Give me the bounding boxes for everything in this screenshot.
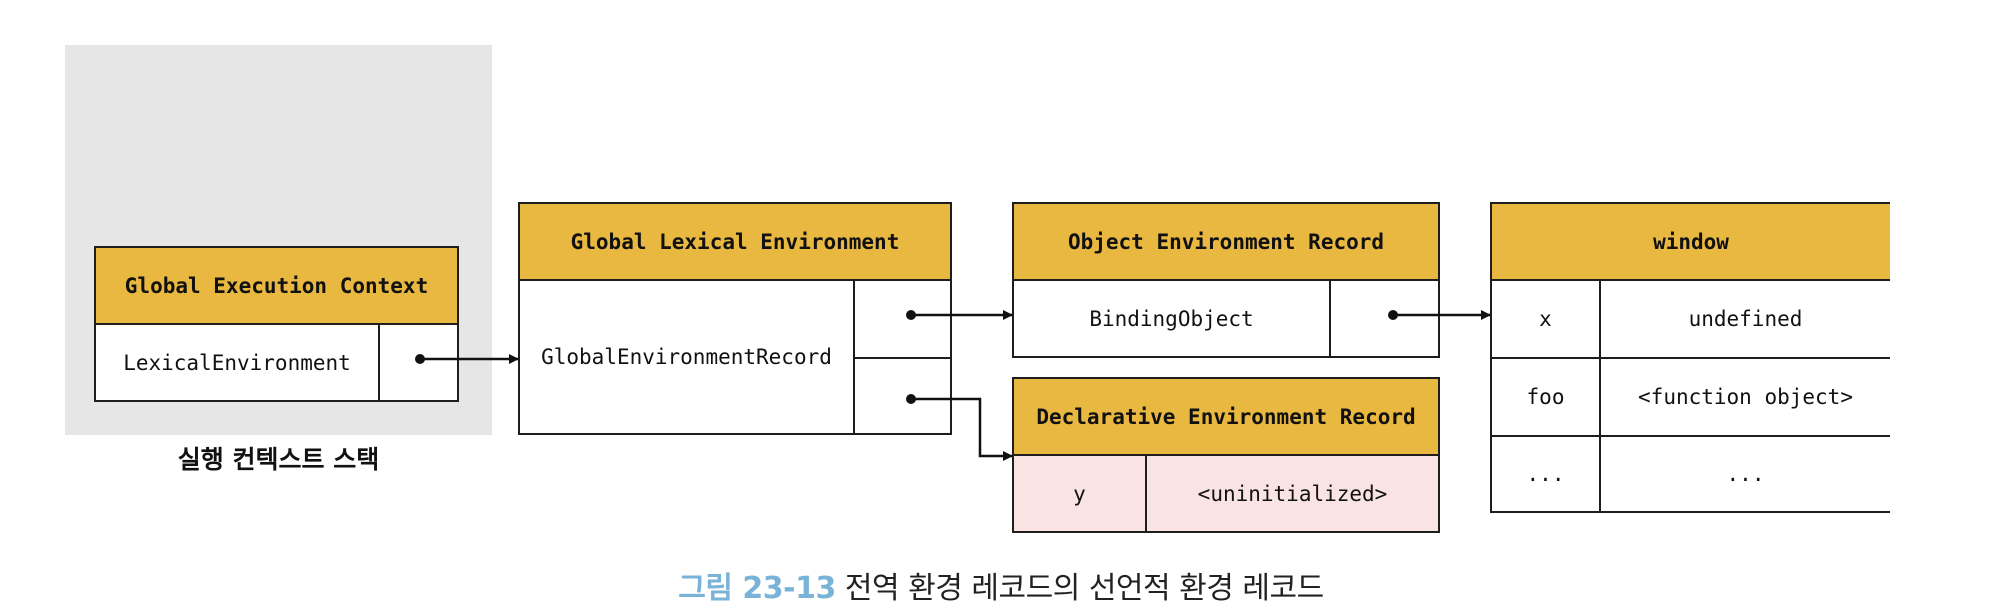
figure-number: 그림 23-13 — [678, 571, 836, 606]
gec-title: Global Execution Context — [96, 248, 457, 325]
gle-title: Global Lexical Environment — [520, 204, 950, 281]
figure-caption: 그림 23-13 전역 환경 레코드의 선언적 환경 레코드 — [0, 563, 2002, 607]
oer-title: Object Environment Record — [1014, 204, 1438, 281]
stack-label: 실행 컨텍스트 스택 — [177, 445, 380, 474]
gle-global-environment-record-field: GlobalEnvironmentRecord — [541, 345, 832, 369]
der-title: Declarative Environment Record — [1014, 379, 1438, 456]
window-object: window x undefined foo <function object>… — [1490, 202, 1890, 513]
divider — [1492, 435, 1890, 437]
arrow-binding-object-to-window — [1388, 310, 1491, 320]
arrow-gec-to-gle — [415, 354, 519, 364]
declarative-environment-record: Declarative Environment Record y <uninit… — [1012, 377, 1440, 533]
object-environment-record: Object Environment Record BindingObject — [1012, 202, 1440, 358]
divider — [1145, 456, 1147, 531]
arrow-gle-to-object-record — [906, 310, 1013, 320]
window-key-foo: foo — [1526, 385, 1565, 409]
oer-binding-object-field: BindingObject — [1089, 306, 1254, 331]
divider — [853, 281, 855, 433]
gec-lexical-environment-field: LexicalEnvironment — [123, 350, 351, 375]
global-execution-context: Global Execution Context LexicalEnvironm… — [94, 246, 459, 402]
divider — [1492, 357, 1890, 359]
arrow-gle-to-declarative-record — [906, 394, 1013, 461]
divider — [855, 357, 950, 359]
divider — [1329, 281, 1331, 356]
window-value-foo: <function object> — [1638, 385, 1853, 409]
window-value-x: undefined — [1688, 307, 1803, 331]
window-key-x: x — [1539, 307, 1552, 331]
der-key-y: y — [1014, 456, 1145, 531]
global-lexical-environment: Global Lexical Environment GlobalEnviron… — [518, 202, 952, 435]
window-value-ellipsis: ... — [1726, 462, 1765, 486]
der-value-uninitialized: <uninitialized> — [1147, 456, 1438, 531]
divider — [378, 325, 380, 400]
divider — [1599, 281, 1601, 511]
window-title: window — [1492, 204, 1890, 281]
window-key-ellipsis: ... — [1526, 462, 1565, 486]
figure-caption-text: 전역 환경 레코드의 선언적 환경 레코드 — [844, 571, 1324, 606]
